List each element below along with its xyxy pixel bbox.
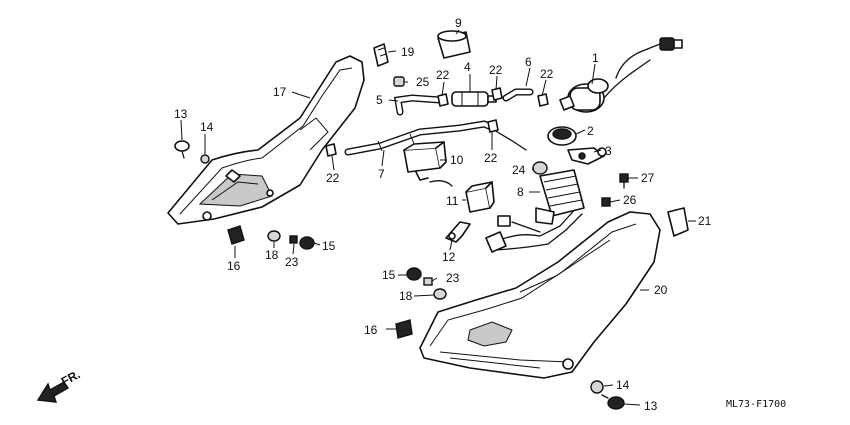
collar-18-centre [433,288,447,300]
rubber-cap [437,30,471,59]
grommet-21 [667,207,689,237]
callout-8: 8 [517,185,524,199]
short-hose [393,94,444,116]
callout-17: 17 [273,85,287,99]
collar-18-left [267,230,281,242]
bolt-23-centre [423,277,433,286]
callout-22-d: 22 [484,151,498,165]
drain-hose [344,120,498,156]
callout-22-c: 22 [540,67,554,81]
callout-3: 3 [605,144,612,158]
leader-lines [180,29,696,406]
bolt-26 [601,197,611,207]
callout-16-left: 16 [227,259,241,273]
callout-4: 4 [464,60,471,74]
callout-21: 21 [698,214,712,228]
callout-20: 20 [654,283,668,297]
left-side-cover [167,55,365,225]
callout-23-left: 23 [285,255,299,269]
fuel-filter [451,91,497,107]
bolt-27 [619,173,629,189]
callout-26: 26 [623,193,637,207]
nut-24 [532,161,548,175]
callout-2: 2 [587,124,594,138]
callout-11: 11 [446,194,459,208]
fuel-pump [559,37,683,113]
callout-14-right: 14 [616,378,630,392]
regulator-rectifier [485,169,585,253]
hose-clamps [325,87,549,157]
bolt-13-left [174,140,190,159]
callout-numbers: 1 2 3 4 5 6 7 8 9 10 11 12 13 13 14 14 1… [174,16,712,413]
callout-7: 7 [378,167,385,181]
relay-stay [445,221,471,243]
callout-22-e: 22 [326,171,340,185]
washer-14-left [200,154,210,164]
grommet-16-centre [395,319,413,339]
callout-24: 24 [512,163,526,177]
bolt-25 [393,76,405,87]
callout-23-centre: 23 [446,271,460,285]
nut-15-centre [406,267,422,281]
callout-1: 1 [592,51,599,65]
callout-15-centre: 15 [382,268,396,282]
front-direction-arrow: FR. [36,367,82,403]
callout-6: 6 [525,55,532,69]
callout-9: 9 [455,16,462,30]
callout-18-left: 18 [265,248,279,262]
grommet-16-left [227,225,245,245]
relay-10 [403,141,447,181]
nut-15-left [299,236,315,250]
wiring-harness [429,43,661,251]
callout-22-b: 22 [489,63,503,77]
callout-18-centre: 18 [399,289,413,303]
callout-10: 10 [450,153,464,167]
callout-14-left: 14 [200,120,214,134]
callout-22-a: 22 [436,68,450,82]
diagram-code: ML73-F1700 [726,399,786,410]
right-side-cover [419,211,661,379]
callout-13-left: 13 [174,107,188,121]
callout-19: 19 [401,45,415,59]
callout-12: 12 [442,250,456,264]
pump-mount [547,126,577,146]
clip-19 [373,43,389,67]
washer-14-right [590,380,604,394]
bolt-23-left [289,235,298,244]
relay-11 [465,181,495,213]
callout-16-centre: 16 [364,323,378,337]
callout-13-right: 13 [644,399,658,413]
callout-25: 25 [416,75,430,89]
bolt-13-right [601,394,625,410]
callout-27: 27 [641,171,655,185]
hose-6 [502,88,534,102]
callout-15-left: 15 [322,239,336,253]
callout-5: 5 [376,93,383,107]
